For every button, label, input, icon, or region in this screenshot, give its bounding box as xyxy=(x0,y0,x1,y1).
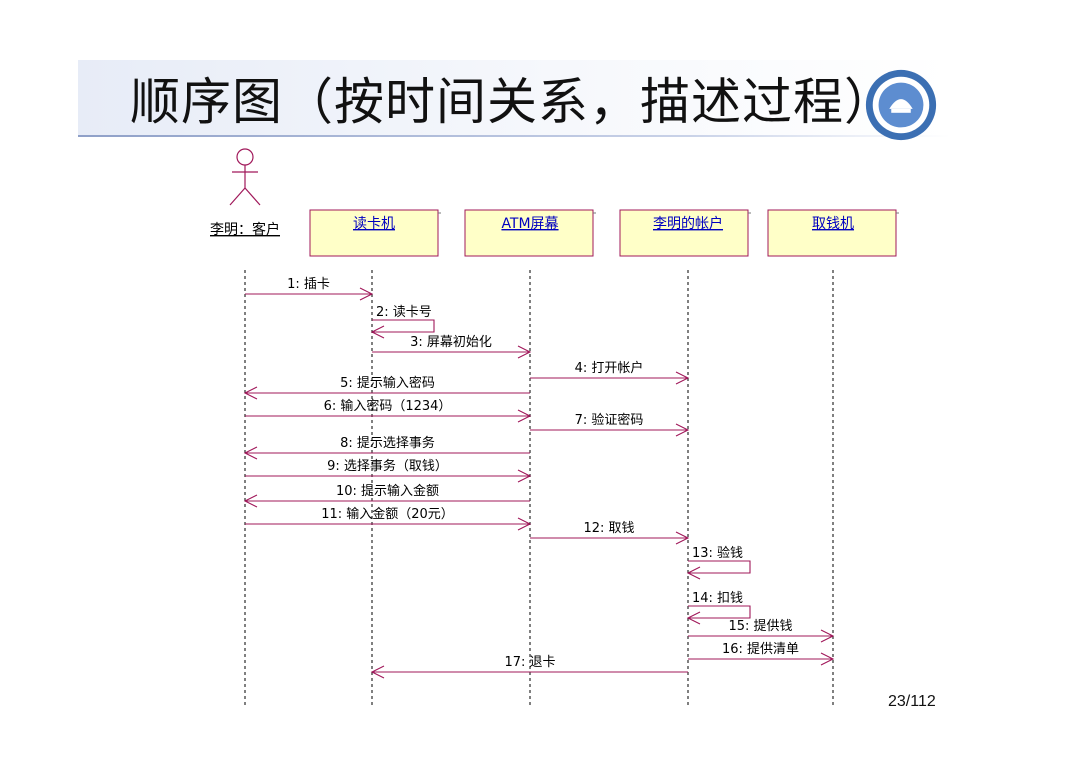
actor-label: 李明：客户 xyxy=(210,221,280,238)
message-arrowhead xyxy=(370,665,385,679)
message-arrowhead xyxy=(675,371,690,385)
message-arrowhead xyxy=(243,386,258,400)
object-label: ATM屏幕 xyxy=(501,216,558,232)
message-arrowhead xyxy=(517,409,532,423)
message-label: 17: 退卡 xyxy=(504,655,555,670)
object-label: 取钱机 xyxy=(812,216,854,232)
object-box xyxy=(767,209,897,257)
message-arrowhead xyxy=(243,446,258,460)
actor-figure xyxy=(229,148,261,206)
message-arrowhead xyxy=(243,494,258,508)
message-arrowhead xyxy=(686,611,701,625)
message-label: 6: 输入密码（1234） xyxy=(324,398,452,414)
page-title: 顺序图（按时间关系，描述过程） xyxy=(130,73,895,131)
message-arrowhead xyxy=(517,469,532,483)
message-label: 13: 验钱 xyxy=(692,545,743,561)
actor-leg-left xyxy=(229,187,246,206)
message-arrowhead xyxy=(820,629,835,643)
title-band xyxy=(78,60,950,136)
message-label: 7: 验证密码 xyxy=(575,412,644,428)
message-label: 8: 提示选择事务 xyxy=(340,435,435,451)
message-label: 14: 扣钱 xyxy=(692,591,743,606)
object-box xyxy=(309,209,439,257)
message-label: 16: 提供清单 xyxy=(722,641,799,657)
message-arrowhead xyxy=(675,423,690,437)
message-label: 11: 输入金额（20元） xyxy=(321,506,454,522)
message-arrowhead xyxy=(370,325,385,339)
message-arrowhead xyxy=(820,652,835,666)
message-label: 1: 插卡 xyxy=(287,277,330,292)
message-arrowhead xyxy=(517,517,532,531)
object-box xyxy=(619,209,749,257)
message-label: 2: 读卡号 xyxy=(376,305,432,320)
university-logo-icon xyxy=(865,69,937,141)
message-label: 15: 提供钱 xyxy=(728,618,792,634)
self-message-line xyxy=(688,560,751,574)
self-message-line xyxy=(372,319,435,333)
message-arrowhead xyxy=(686,566,701,580)
title-underline xyxy=(78,135,950,137)
page-number: 23/112 xyxy=(888,693,936,710)
object-label: 读卡机 xyxy=(353,215,395,232)
message-arrowhead xyxy=(675,531,690,545)
message-label: 4: 打开帐户 xyxy=(575,360,644,376)
message-label: 9: 选择事务（取钱） xyxy=(327,458,448,474)
message-label: 3: 屏幕初始化 xyxy=(410,335,492,350)
message-arrowhead xyxy=(359,287,374,301)
actor-leg-right xyxy=(244,187,261,206)
object-label: 李明的帐户 xyxy=(653,215,723,232)
message-label: 10: 提示输入金额 xyxy=(336,483,439,499)
self-message-line xyxy=(688,605,751,619)
message-label: 12: 取钱 xyxy=(583,521,634,536)
message-arrowhead xyxy=(517,345,532,359)
object-box xyxy=(464,209,594,257)
actor-head xyxy=(236,148,254,166)
message-label: 5: 提示输入密码 xyxy=(340,375,435,391)
